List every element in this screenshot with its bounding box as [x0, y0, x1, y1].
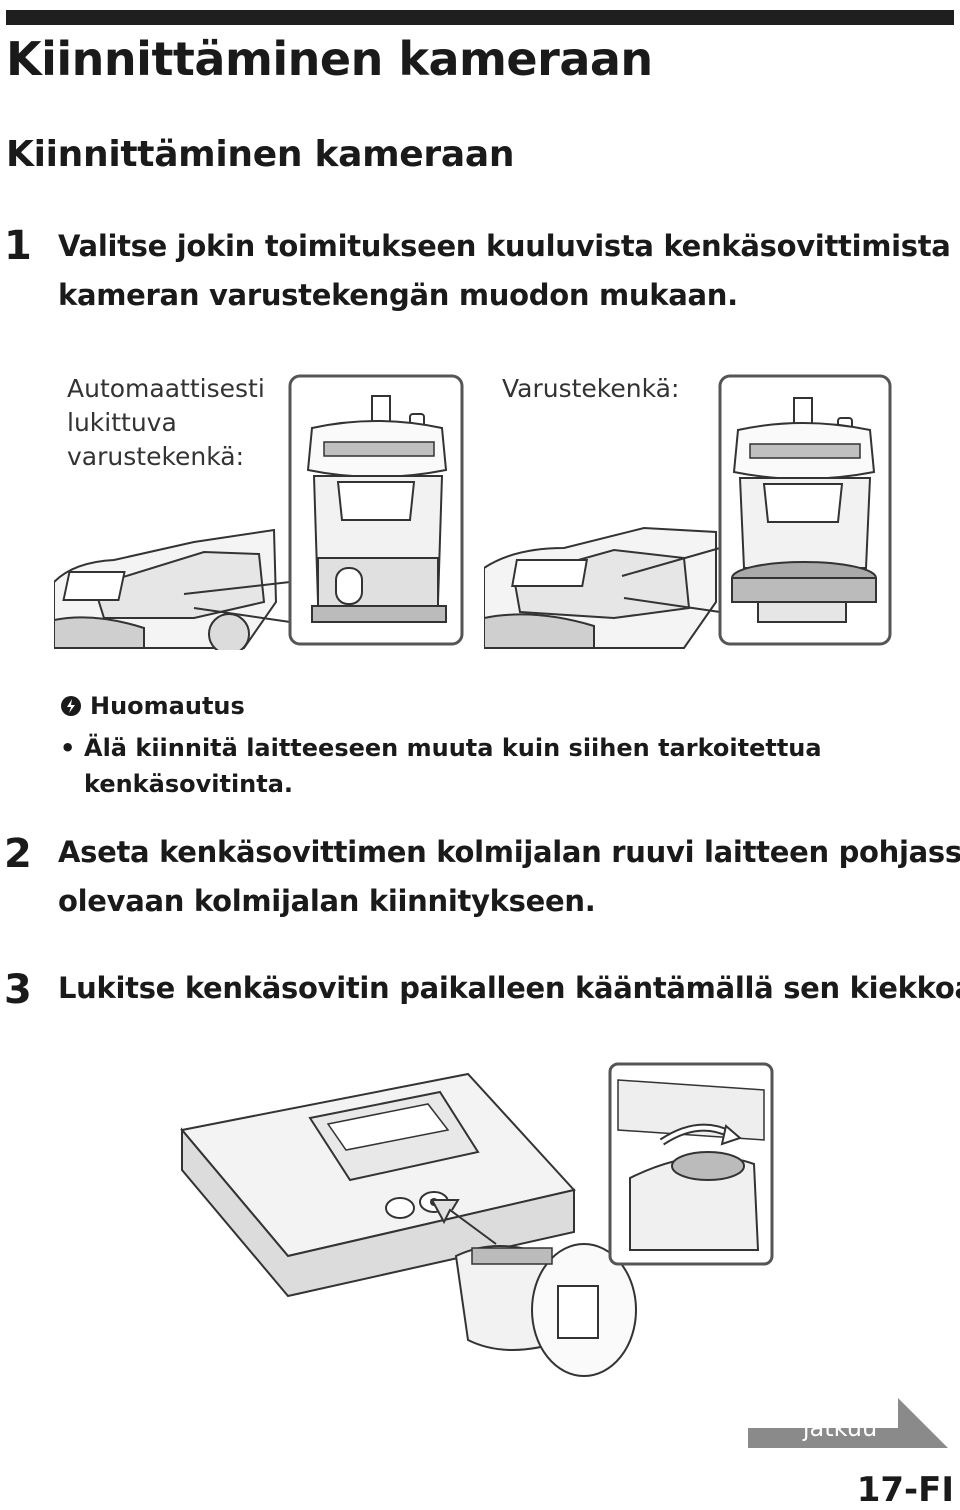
continue-label: jatkuu: [802, 1414, 878, 1442]
continue-arrow-icon: [748, 1398, 948, 1448]
step-2-text: Aseta kenkäsovittimen kolmijalan ruuvi l…: [58, 828, 960, 926]
step-2-line-2: olevaan kolmijalan kiinnitykseen.: [58, 884, 596, 918]
step-3-text: Lukitse kenkäsovitin paikalleen kääntämä…: [58, 964, 960, 1013]
caption-line: lukittuva: [67, 408, 177, 437]
section-title: Kiinnittäminen kameraan: [6, 134, 515, 175]
step-1-number: 1: [4, 223, 32, 269]
note-warning-icon: [61, 696, 81, 716]
mount-adaptor-figure: [180, 1062, 774, 1377]
step-1-line-1: Valitse jokin toimitukseen kuuluvista ke…: [58, 229, 951, 263]
step-1-line-2: kameran varustekengän muodon mukaan.: [58, 278, 738, 312]
accessory-shoe-caption: Varustekenkä:: [502, 372, 679, 406]
caption-line: varustekenkä:: [67, 442, 245, 471]
auto-lock-shoe-figure: [54, 374, 464, 650]
note-title: Huomautus: [90, 692, 245, 720]
caption-line: Automaattisesti: [67, 374, 265, 403]
step-3-line-1: Lukitse kenkäsovitin paikalleen kääntämä…: [58, 971, 960, 1005]
caption-line: Varustekenkä:: [502, 374, 680, 403]
note-heading: Huomautus: [60, 692, 245, 720]
step-3-number: 3: [4, 967, 32, 1013]
step-1-text: Valitse jokin toimitukseen kuuluvista ke…: [58, 222, 951, 320]
page-number: 17-FI: [856, 1470, 954, 1510]
note-bullet-line-2: kenkäsovitinta.: [84, 770, 294, 798]
auto-lock-shoe-caption: Automaattisesti lukittuva varustekenkä:: [67, 372, 265, 474]
note-bullet-text: Älä kiinnitä laitteeseen muuta kuin siih…: [84, 730, 822, 802]
step-2-line-1: Aseta kenkäsovittimen kolmijalan ruuvi l…: [58, 835, 960, 869]
top-rule: [6, 10, 954, 25]
accessory-shoe-figure: [484, 374, 892, 649]
note-bullet-line-1: Älä kiinnitä laitteeseen muuta kuin siih…: [84, 734, 822, 762]
page-title: Kiinnittäminen kameraan: [6, 32, 653, 86]
bullet-dot: •: [60, 734, 76, 762]
step-2-number: 2: [4, 831, 32, 877]
